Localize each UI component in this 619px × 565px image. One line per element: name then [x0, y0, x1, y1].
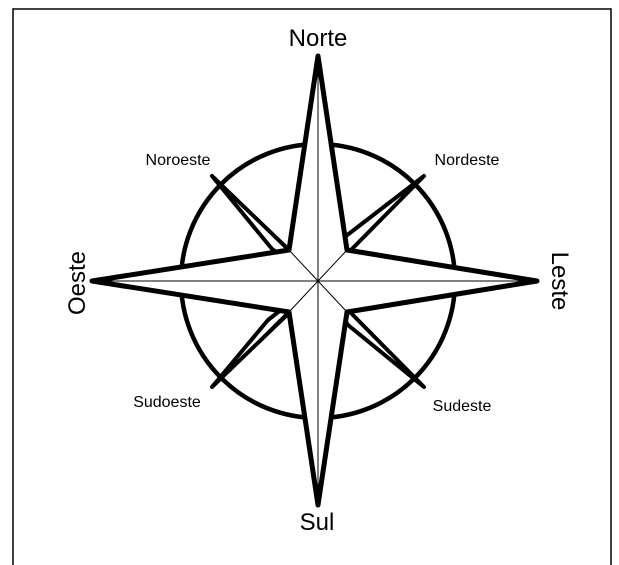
- label-southwest: Sudoeste: [133, 394, 201, 411]
- label-west: Oeste: [64, 251, 91, 315]
- label-north: Norte: [289, 25, 348, 52]
- label-east: Leste: [546, 252, 573, 311]
- label-south: Sul: [300, 509, 335, 536]
- label-northeast: Nordeste: [435, 152, 500, 169]
- label-northwest: Noroeste: [146, 152, 211, 169]
- label-southeast: Sudeste: [433, 398, 492, 415]
